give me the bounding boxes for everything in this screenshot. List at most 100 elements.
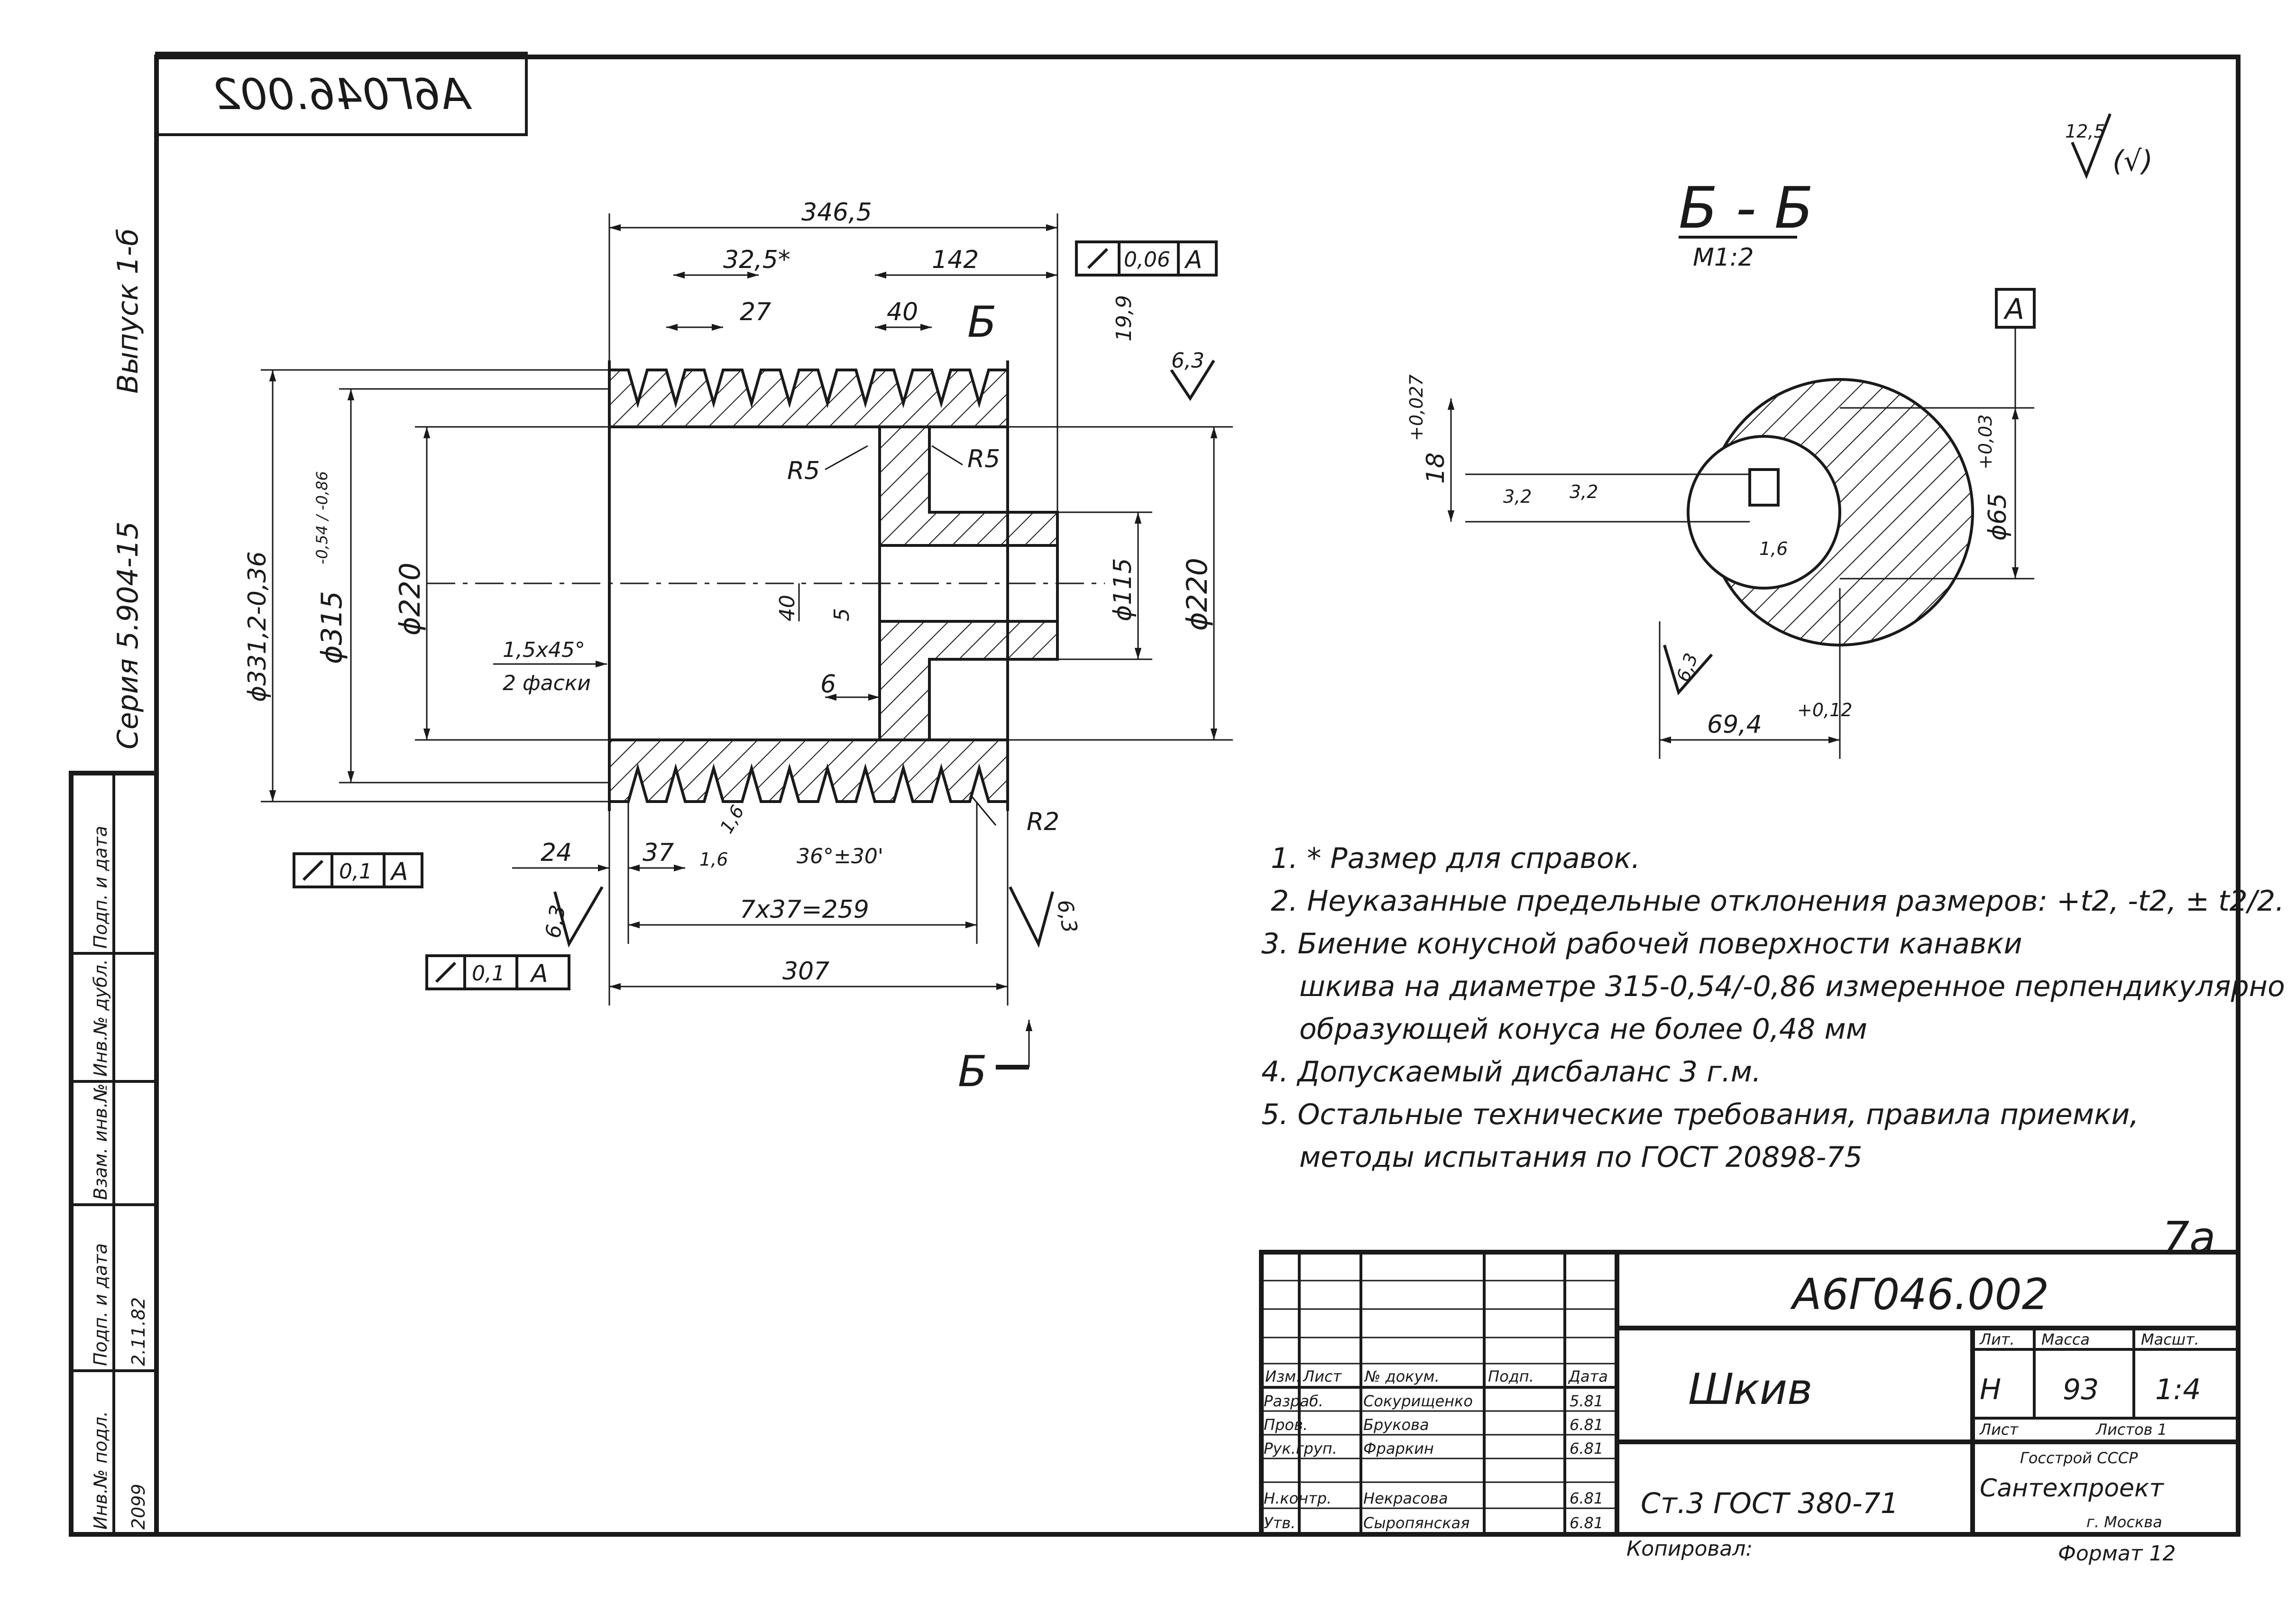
issue-label: Выпуск 1-б: [111, 229, 145, 394]
svg-text:Разраб.: Разраб.: [1264, 1392, 1323, 1410]
svg-text:6: 6: [820, 670, 836, 699]
svg-text:Листов 1: Листов 1: [2095, 1421, 2167, 1439]
section-title: Б - Б: [1679, 175, 1813, 241]
dim-rib: 40: [887, 298, 918, 326]
svg-text:6,3: 6,3: [1052, 898, 1082, 935]
svg-text:Рук.груп.: Рук.груп.: [1264, 1439, 1337, 1458]
radius-r2: R2: [1027, 808, 1059, 836]
svg-text:Лист: Лист: [1979, 1421, 2019, 1439]
dim-dia-bore-right: ϕ220: [1181, 558, 1214, 631]
title-block: Изм. Лист № докум. Подп. Дата Разраб. Со…: [1259, 1250, 2241, 1537]
svg-text:Подп.: Подп.: [1488, 1367, 1534, 1385]
svg-text:6,3: 6,3: [1171, 349, 1204, 373]
dim-dia-hub: ϕ115: [1109, 558, 1137, 621]
svg-text:Лит.: Лит.: [1979, 1330, 2015, 1348]
format-label: Формат 12: [2058, 1541, 2176, 1566]
radius-r5-right: R5: [967, 445, 1000, 473]
section-hub-dim: 69,4: [1707, 710, 1762, 739]
svg-text:Брукова: Брукова: [1363, 1416, 1429, 1434]
copied-label: Копировал:: [1626, 1537, 1753, 1561]
technical-notes: 1. * Размер для справок. 2. Неуказанные …: [1261, 842, 2285, 1174]
svg-text:Инв.№ дубл.: Инв.№ дубл.: [90, 959, 111, 1077]
svg-text:6.81: 6.81: [1570, 1489, 1603, 1507]
svg-text:Масса: Масса: [2041, 1330, 2090, 1348]
svg-text:Подп. и дата: Подп. и дата: [90, 826, 111, 949]
side-block: Инв.№ подл. 2099 Подп. и дата 2.11.82 Вз…: [71, 773, 156, 1534]
svg-text:40: 40: [775, 595, 799, 621]
runout-left-frame: 0,1 А: [293, 852, 423, 888]
svg-text:Н.контр.: Н.контр.: [1264, 1489, 1332, 1507]
svg-text:А: А: [1184, 246, 1203, 274]
rough-top-icon: 6,3: [1170, 349, 1215, 401]
rough-left-icon: 6,3: [541, 886, 604, 948]
svg-text:Подп. и дата: Подп. и дата: [90, 1243, 111, 1366]
main-dimensions: 346,5 32,5* 142 27 40 Б 0,06 А 19,9 6,3 …: [243, 198, 1233, 1097]
dim-dia-pitch: ϕ315: [315, 591, 349, 664]
series-label: Серия 5.904-15: [111, 521, 145, 749]
svg-text:5: 5: [830, 608, 854, 621]
dim-24: 24: [541, 839, 572, 867]
section-outer-rough-icon: 6,3: [1663, 645, 1713, 696]
note-3-line-2: шкива на диаметре 315-0,54/-0,86 измерен…: [1299, 970, 2285, 1003]
radius-r5-left: R5: [787, 457, 820, 485]
svg-text:5.81: 5.81: [1570, 1392, 1603, 1410]
svg-text:6,3: 6,3: [541, 903, 570, 940]
note-3: 3. Биение конусной рабочей поверхности к…: [1261, 927, 2022, 960]
svg-text:3,2: 3,2: [1503, 486, 1532, 507]
svg-text:Дата: Дата: [1568, 1367, 1608, 1385]
svg-text:1,6: 1,6: [699, 849, 728, 870]
part-material: Ст.3 ГОСТ 380-71: [1641, 1487, 1899, 1520]
part-scale: 1:4: [2155, 1373, 2201, 1406]
note-5-line-2: методы испытания по ГОСТ 20898-75: [1299, 1141, 1863, 1174]
rim-bottom: [608, 738, 1009, 803]
svg-text:Утв.: Утв.: [1264, 1514, 1295, 1532]
chamfer-note: 2 фаски: [503, 671, 591, 695]
svg-text:А: А: [530, 960, 548, 988]
section-keyway: [1748, 468, 1780, 507]
dim-37: 37: [643, 839, 674, 867]
section-datum: А: [2003, 293, 2024, 326]
pulley-main-view: [427, 360, 1105, 811]
runout-bottom-frame: 0,1 А: [425, 954, 570, 990]
dim-307: 307: [782, 957, 829, 986]
svg-text:0,06: 0,06: [1124, 248, 1170, 272]
dim-dia-bore-left: ϕ220: [394, 563, 427, 636]
svg-text:г. Москва: г. Москва: [2086, 1513, 2162, 1531]
svg-text:0,1: 0,1: [472, 961, 505, 986]
web-lower: [878, 620, 1059, 741]
svg-text:Пров.: Пров.: [1264, 1416, 1308, 1434]
svg-text:Фраркин: Фраркин: [1363, 1439, 1434, 1458]
svg-text:+0,12: +0,12: [1797, 700, 1852, 720]
svg-text:Лист: Лист: [1303, 1367, 1342, 1385]
section-keyway-dim: 18: [1422, 452, 1450, 484]
rim-top: [608, 369, 1009, 428]
drawing-code: А6Г046.002: [1790, 1270, 2049, 1320]
note-1: 1. * Размер для справок.: [1271, 842, 1640, 875]
svg-text:Инв.№ подл.: Инв.№ подл.: [90, 1411, 111, 1530]
runout-top-frame: 0,06 А: [1075, 240, 1218, 277]
sheet-frame: [69, 55, 2241, 1537]
svg-text:+0,03: +0,03: [1975, 415, 1996, 470]
dim-groove-right: 142: [932, 246, 979, 274]
sheet-mark: 7а: [2162, 1213, 2215, 1263]
groove-angle: 36°±30': [797, 844, 883, 868]
dim-overall-length: 346,5: [801, 198, 872, 227]
note-5: 5. Остальные технические требования, пра…: [1261, 1098, 2139, 1131]
part-name: Шкив: [1688, 1365, 1812, 1414]
svg-text:Сыропянская: Сыропянская: [1363, 1514, 1469, 1532]
mirrored-stamp-text: А6Г046.002: [213, 70, 472, 120]
svg-text:+0,027: +0,027: [1406, 374, 1427, 441]
note-2: 2. Неуказанные предельные отклонения раз…: [1271, 885, 2284, 918]
svg-text:№ докум.: № докум.: [1364, 1367, 1440, 1385]
svg-text:2.11.82: 2.11.82: [128, 1297, 149, 1366]
svg-text:Масшт.: Масшт.: [2141, 1330, 2199, 1348]
rough-right-icon: 6,3: [1009, 886, 1082, 948]
section-bore-rough: 1,6: [1759, 538, 1788, 559]
note-3-line-3: образующей конуса не более 0,48 мм: [1299, 1013, 1867, 1046]
part-mass: 93: [2063, 1373, 2099, 1406]
organization: Сантехпроект: [1980, 1474, 2164, 1503]
svg-text:Н: Н: [1980, 1373, 2001, 1406]
svg-text:1,6: 1,6: [716, 802, 748, 837]
svg-text:2099: 2099: [128, 1484, 149, 1530]
